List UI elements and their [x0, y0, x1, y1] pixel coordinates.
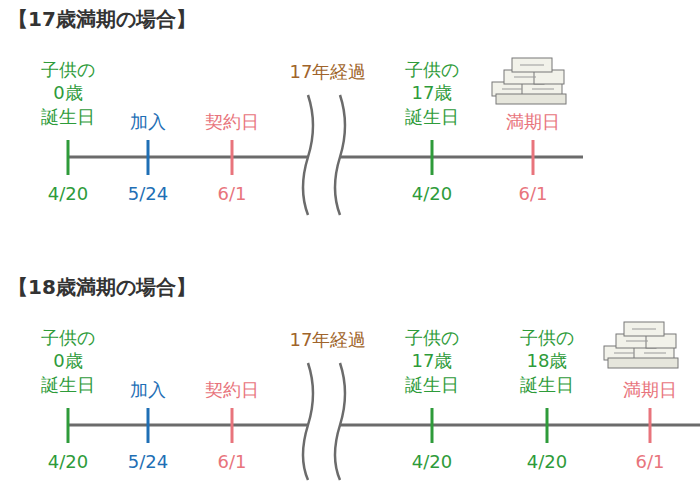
- event-label: 契約日: [205, 378, 259, 401]
- section-title: 【18歳満期の場合】: [8, 274, 196, 300]
- date-label: 4/20: [48, 182, 88, 205]
- section-title: 【17歳満期の場合】: [8, 6, 196, 32]
- timeline-1: [68, 58, 583, 215]
- date-label: 6/1: [218, 182, 247, 205]
- date-label: 4/20: [48, 450, 88, 473]
- event-label: 満期日: [506, 110, 560, 133]
- event-label: 加入: [130, 378, 166, 401]
- event-label: 契約日: [205, 110, 259, 133]
- date-label: 6/1: [218, 450, 247, 473]
- date-label: 5/24: [128, 450, 168, 473]
- date-label: 5/24: [128, 182, 168, 205]
- event-label: 子供の 17歳 誕生日: [394, 58, 470, 128]
- elapsed-label: 17年経過: [290, 60, 367, 83]
- date-label: 4/20: [412, 450, 452, 473]
- event-label: 満期日: [623, 378, 677, 401]
- date-label: 6/1: [519, 182, 548, 205]
- date-label: 4/20: [412, 182, 452, 205]
- event-label: 加入: [130, 110, 166, 133]
- event-label: 子供の 0歳 誕生日: [30, 58, 106, 128]
- timeline-2: [68, 322, 700, 480]
- event-label: 子供の 18歳 誕生日: [509, 326, 585, 396]
- event-label: 子供の 17歳 誕生日: [394, 326, 470, 396]
- date-label: 6/1: [636, 450, 665, 473]
- event-label: 子供の 0歳 誕生日: [30, 326, 106, 396]
- date-label: 4/20: [527, 450, 567, 473]
- elapsed-label: 17年経過: [290, 328, 367, 351]
